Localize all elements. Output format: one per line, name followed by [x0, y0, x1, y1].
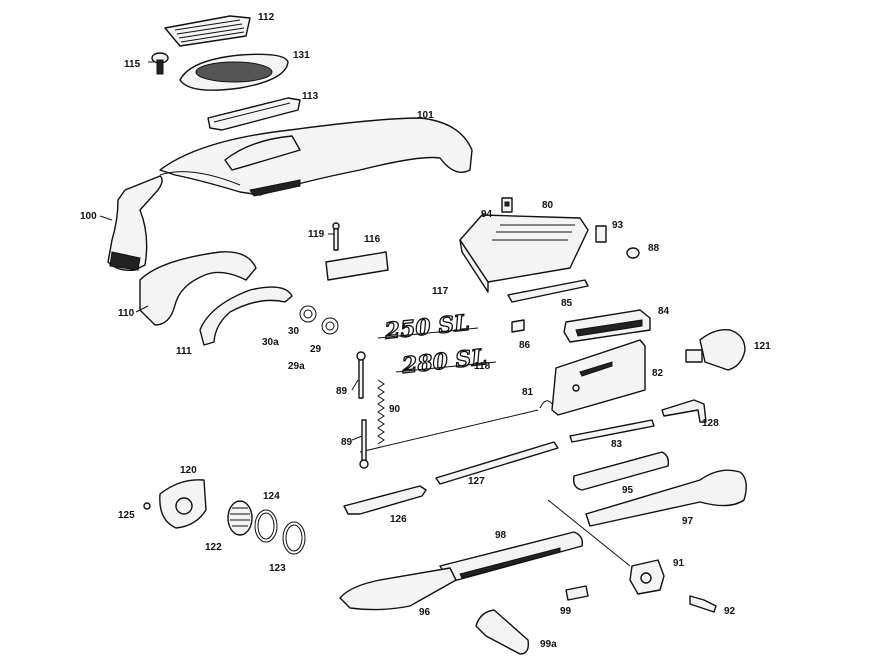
part-89-wrench-lower: [359, 419, 369, 469]
part-121-switch-housing: [685, 329, 746, 371]
label-30a: 30a: [262, 337, 279, 348]
label-92: 92: [724, 606, 736, 617]
label-121: 121: [754, 341, 771, 352]
emblem-280-sl-text: 280 SL: [400, 344, 488, 379]
label-112: 112: [258, 12, 275, 23]
part-89-wrench-upper: [356, 351, 366, 399]
part-91-ignition-switch: [547, 499, 665, 595]
part-labels: 112 115 131 113 101 100 94 80 93 88 119 …: [80, 12, 771, 650]
label-97: 97: [682, 516, 694, 527]
part-115-knob: [151, 52, 169, 75]
part-80-glove-box: [459, 214, 589, 293]
part-116-blank-plate: [325, 251, 389, 281]
label-125: 125: [118, 510, 135, 521]
part-120-bracket: [159, 479, 207, 529]
part-86-clip: [511, 319, 525, 333]
part-118-emblem: 280 SL: [395, 344, 497, 380]
part-30-ring: [299, 305, 317, 323]
part-127-strip: [435, 441, 559, 485]
part-131-speaker: [179, 53, 289, 91]
label-99: 99: [560, 606, 572, 617]
part-110-instrument-hood: [139, 251, 257, 326]
label-110: 110: [118, 308, 135, 319]
label-91: 91: [673, 558, 685, 569]
part-101-dashboard-top: [159, 117, 473, 197]
part-90-spring: [377, 379, 385, 445]
label-98: 98: [495, 530, 507, 541]
label-83: 83: [611, 439, 623, 450]
label-113: 113: [302, 91, 319, 102]
label-93: 93: [612, 220, 624, 231]
label-95: 95: [622, 485, 634, 496]
label-124: 124: [263, 491, 280, 502]
label-29: 29: [310, 344, 322, 355]
part-97-lower-panel: [585, 469, 747, 527]
part-112-speaker-grille: [164, 15, 251, 47]
part-94-clip: [501, 197, 513, 213]
label-127: 127: [468, 476, 485, 487]
label-88: 88: [648, 243, 660, 254]
part-99a-bracket: [475, 609, 530, 655]
label-115: 115: [124, 59, 141, 70]
label-85: 85: [561, 298, 573, 309]
label-99a: 99a: [540, 639, 557, 650]
label-29a: 29a: [288, 361, 305, 372]
part-29-ring: [321, 317, 339, 335]
label-90: 90: [389, 404, 401, 415]
part-95-trim: [572, 451, 670, 491]
part-82-glove-box-door: [551, 339, 646, 416]
label-116: 116: [364, 234, 381, 245]
label-89-upper: 89: [336, 386, 348, 397]
label-80: 80: [542, 200, 554, 211]
label-96: 96: [419, 607, 431, 618]
label-86: 86: [519, 340, 531, 351]
part-128-strip: [661, 399, 707, 423]
part-83-strip: [569, 419, 655, 443]
part-84-lid-trim: [563, 309, 651, 343]
part-111-trim-piece: [199, 286, 293, 346]
label-30: 30: [288, 326, 300, 337]
part-119-screw: [332, 222, 340, 251]
label-120: 120: [180, 465, 197, 476]
label-81: 81: [522, 387, 534, 398]
label-100: 100: [80, 211, 97, 222]
part-92-key: [689, 595, 717, 613]
label-131: 131: [293, 50, 310, 61]
label-89-lower: 89: [341, 437, 353, 448]
part-124-ring: [254, 509, 278, 543]
label-117: 117: [432, 286, 449, 297]
label-123: 123: [269, 563, 286, 574]
part-93-clip: [595, 225, 607, 243]
part-122-vent: [227, 500, 253, 536]
label-122: 122: [205, 542, 222, 553]
part-113-cover-plate: [207, 97, 301, 131]
label-128: 128: [702, 418, 719, 429]
part-99-clip: [565, 585, 589, 601]
part-100-side-trim: [107, 175, 163, 272]
label-101: 101: [417, 110, 434, 121]
part-126-trim: [343, 485, 427, 515]
part-88-grommet: [626, 247, 640, 259]
label-118: 118: [474, 361, 491, 372]
label-119: 119: [308, 229, 325, 240]
part-85-strip: [507, 279, 589, 303]
leader-lines: [99, 61, 363, 441]
label-126: 126: [390, 514, 407, 525]
label-84: 84: [658, 306, 670, 317]
part-98-lower-trim: [439, 531, 584, 583]
label-82: 82: [652, 368, 664, 379]
part-123-ring: [282, 521, 306, 555]
emblem-250-sl-text: 250 SL: [383, 310, 471, 345]
part-117-emblem: 250 SL: [377, 309, 479, 345]
label-111: 111: [176, 346, 192, 357]
part-125-screw: [143, 502, 151, 510]
part-81-cable: [359, 400, 553, 453]
label-94: 94: [481, 209, 493, 220]
part-96-lower-trim: [339, 567, 457, 611]
